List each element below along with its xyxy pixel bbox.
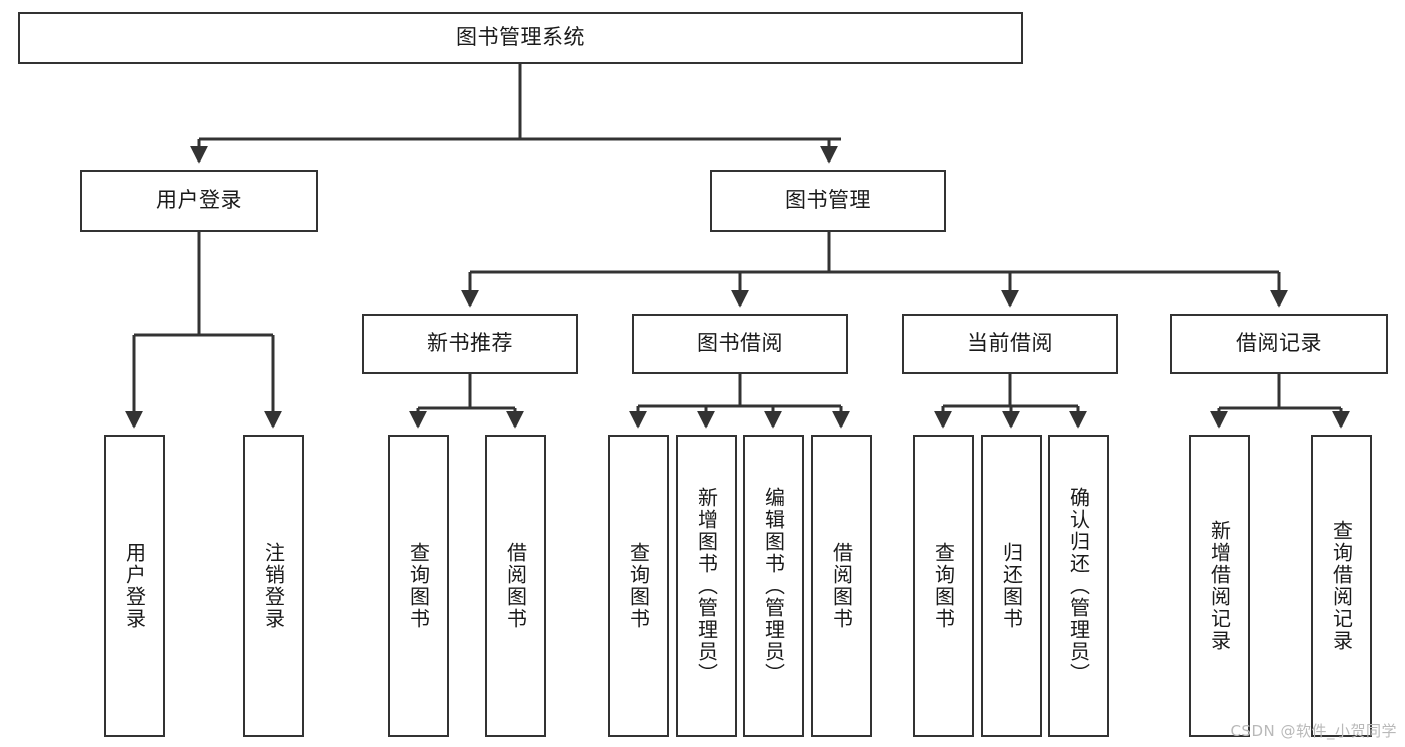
node-leaf-add-borrow-record[interactable]: 新增借阅记录 (1189, 435, 1250, 737)
node-leaf-query-book-newbook[interactable]: 查询图书 (388, 435, 449, 737)
node-leaf-query-book-borrow-label: 查询图书 (626, 542, 651, 630)
node-leaf-add-book-admin[interactable]: 新增图书（管理员） (676, 435, 737, 737)
node-level3-new-book-recommend[interactable]: 新书推荐 (362, 314, 578, 374)
node-level2-book-management[interactable]: 图书管理 (710, 170, 946, 232)
node-leaf-query-borrow-record[interactable]: 查询借阅记录 (1311, 435, 1372, 737)
node-level3-borrow-records[interactable]: 借阅记录 (1170, 314, 1388, 374)
node-leaf-borrow-book-newbook-label: 借阅图书 (503, 542, 528, 630)
node-level3-new-book-recommend-label: 新书推荐 (427, 331, 513, 356)
node-leaf-return-book-label: 归还图书 (999, 542, 1024, 630)
node-leaf-query-borrow-record-label: 查询借阅记录 (1329, 520, 1354, 652)
connectors (125, 64, 1350, 429)
node-leaf-query-book-borrow[interactable]: 查询图书 (608, 435, 669, 737)
node-root[interactable]: 图书管理系统 (18, 12, 1023, 64)
node-leaf-user-login-label: 用户登录 (122, 542, 147, 630)
node-leaf-add-borrow-record-label: 新增借阅记录 (1207, 520, 1232, 652)
node-leaf-user-login[interactable]: 用户登录 (104, 435, 165, 737)
node-level3-current-borrow-label: 当前借阅 (967, 331, 1053, 356)
node-level2-book-management-label: 图书管理 (785, 188, 871, 213)
node-leaf-edit-book-admin[interactable]: 编辑图书（管理员） (743, 435, 804, 737)
node-level3-book-borrow[interactable]: 图书借阅 (632, 314, 848, 374)
node-leaf-query-book-current[interactable]: 查询图书 (913, 435, 974, 737)
node-leaf-return-book[interactable]: 归还图书 (981, 435, 1042, 737)
node-level2-user-login-label: 用户登录 (156, 188, 242, 213)
node-level2-user-login[interactable]: 用户登录 (80, 170, 318, 232)
node-leaf-logout[interactable]: 注销登录 (243, 435, 304, 737)
node-leaf-logout-label: 注销登录 (261, 542, 286, 630)
node-leaf-confirm-return-admin[interactable]: 确认归还（管理员） (1048, 435, 1109, 737)
node-root-label: 图书管理系统 (456, 25, 585, 50)
node-leaf-borrow-book-newbook[interactable]: 借阅图书 (485, 435, 546, 737)
node-level3-current-borrow[interactable]: 当前借阅 (902, 314, 1118, 374)
node-leaf-query-book-newbook-label: 查询图书 (406, 542, 431, 630)
node-leaf-add-book-admin-label: 新增图书（管理员） (694, 487, 719, 685)
node-leaf-query-book-current-label: 查询图书 (931, 542, 956, 630)
node-level3-book-borrow-label: 图书借阅 (697, 331, 783, 356)
node-level3-borrow-records-label: 借阅记录 (1236, 331, 1322, 356)
node-leaf-confirm-return-admin-label: 确认归还（管理员） (1066, 487, 1091, 685)
node-leaf-borrow-book[interactable]: 借阅图书 (811, 435, 872, 737)
node-leaf-borrow-book-label: 借阅图书 (829, 542, 854, 630)
node-leaf-edit-book-admin-label: 编辑图书（管理员） (761, 487, 786, 685)
